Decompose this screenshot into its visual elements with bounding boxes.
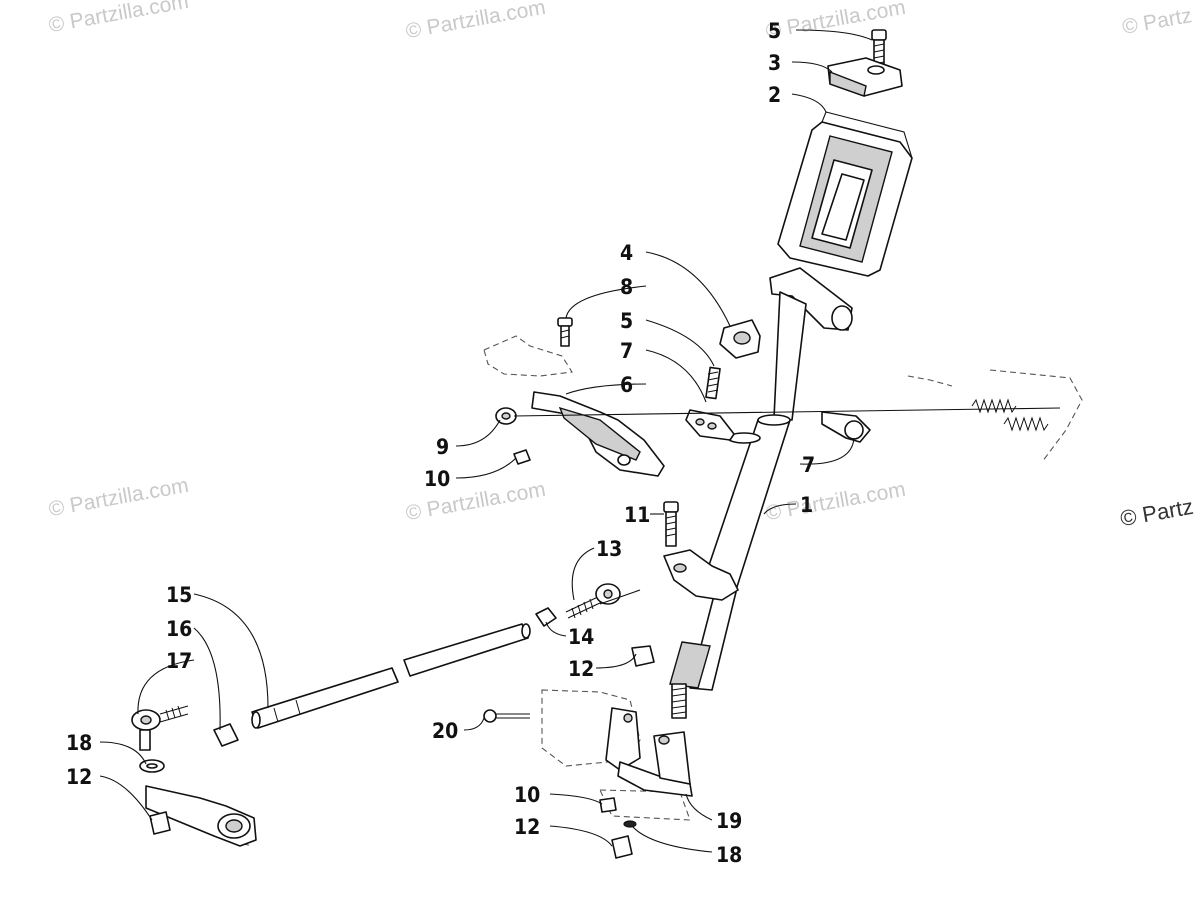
nut-part-10-lower xyxy=(599,797,617,813)
callout-7-right: 7 xyxy=(802,453,815,477)
clamp-cap-part-3 xyxy=(827,57,903,97)
callout-4: 4 xyxy=(620,241,633,265)
nut-part-12-middle xyxy=(631,645,655,667)
washer-part-18-right xyxy=(623,820,637,828)
callout-20: 20 xyxy=(432,719,458,743)
steering-arm xyxy=(663,549,739,601)
callout-3: 3 xyxy=(768,51,781,75)
lower-bracket xyxy=(605,707,693,797)
springs xyxy=(971,398,1049,432)
tie-rod-end-part-17 xyxy=(131,705,189,751)
steering-support-part-6 xyxy=(531,391,665,477)
bolt-part-11 xyxy=(663,501,679,547)
nut-part-12-left xyxy=(149,811,171,835)
bolt-part-8 xyxy=(557,317,573,347)
callout-10-upper: 10 xyxy=(424,467,450,491)
callout-19: 19 xyxy=(716,809,742,833)
frame-ref-left xyxy=(483,335,573,377)
callout-1: 1 xyxy=(800,493,813,517)
callout-12-lower: 12 xyxy=(514,815,540,839)
callout-10-lower: 10 xyxy=(514,783,540,807)
bolt-part-5-middle xyxy=(705,366,721,400)
callout-12-middle: 12 xyxy=(568,657,594,681)
callout-5-top: 5 xyxy=(768,19,781,43)
callout-14: 14 xyxy=(568,625,594,649)
steering-post-part-1 xyxy=(669,267,853,719)
callout-15: 15 xyxy=(166,583,192,607)
nut-part-10-upper xyxy=(513,449,531,465)
bushing-part-7-right xyxy=(821,411,871,443)
callout-2: 2 xyxy=(768,83,781,107)
nut-part-14 xyxy=(535,607,557,627)
nut-part-12-lower xyxy=(611,835,633,859)
bushing-part-7-left xyxy=(685,409,735,441)
callout-7-upper: 7 xyxy=(620,339,633,363)
callout-11: 11 xyxy=(624,503,650,527)
callout-5-middle: 5 xyxy=(620,309,633,333)
upper-clamp-part-4 xyxy=(719,319,761,359)
frame-ref-right xyxy=(907,369,1083,463)
handlebar-pad-part-2 xyxy=(777,111,913,277)
callout-18-left: 18 xyxy=(66,731,92,755)
callout-18-right: 18 xyxy=(716,843,742,867)
leader-lines xyxy=(99,29,873,853)
callout-16: 16 xyxy=(166,617,192,641)
callout-6: 6 xyxy=(620,373,633,397)
callout-8: 8 xyxy=(620,275,633,299)
washer-part-18-left xyxy=(139,759,165,773)
tie-rod-end-part-13 xyxy=(565,583,621,619)
callout-17: 17 xyxy=(166,649,192,673)
bolt-part-20 xyxy=(483,709,530,723)
callout-9: 9 xyxy=(436,435,449,459)
pitman-arm xyxy=(145,785,257,847)
callout-13: 13 xyxy=(596,537,622,561)
callout-12-left: 12 xyxy=(66,765,92,789)
tie-rod-part-15 xyxy=(251,623,531,729)
nut-part-16 xyxy=(213,723,239,747)
